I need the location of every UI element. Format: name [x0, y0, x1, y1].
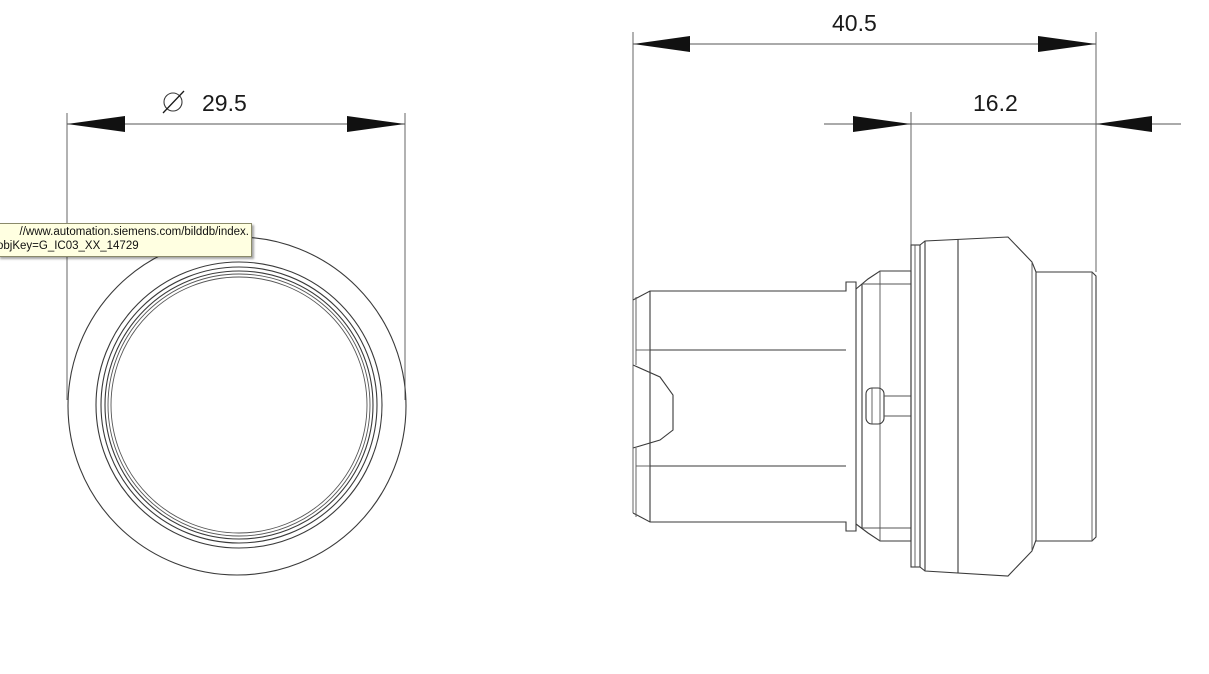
side-view: 40.5 16.2	[632, 10, 1181, 577]
tooltip-line-2: objKey=G_IC03_XX_14729	[0, 240, 139, 252]
front-button-face	[110, 276, 368, 534]
side-front-arrow-right	[1096, 116, 1152, 132]
diameter-symbol-icon	[162, 90, 185, 114]
side-front-arrow-left	[853, 116, 911, 132]
front-bezel-ring-1	[95, 261, 383, 549]
side-front-length-value: 16.2	[973, 90, 1018, 116]
side-front-bezel	[910, 236, 1037, 577]
front-bezel-ring-3	[104, 270, 374, 540]
front-outer-ring	[67, 236, 407, 576]
url-tooltip: //www.automation.siemens.com/bilddb/inde…	[0, 223, 252, 257]
side-total-arrow-left	[633, 36, 690, 52]
front-view: 29.5	[66, 90, 407, 576]
front-diameter-value: 29.5	[202, 90, 247, 116]
side-button-plunger	[1036, 271, 1097, 542]
front-dim-arrow-left	[67, 116, 125, 132]
tooltip-line-1: //www.automation.siemens.com/bilddb/inde…	[19, 226, 249, 238]
front-dim-arrow-right	[347, 116, 405, 132]
side-rear-body	[632, 281, 857, 532]
side-total-arrow-right	[1038, 36, 1096, 52]
front-bezel-ring-2	[100, 266, 378, 544]
side-total-length-value: 40.5	[832, 10, 877, 36]
front-bezel-ring-4	[107, 273, 371, 537]
side-collar	[855, 270, 912, 542]
